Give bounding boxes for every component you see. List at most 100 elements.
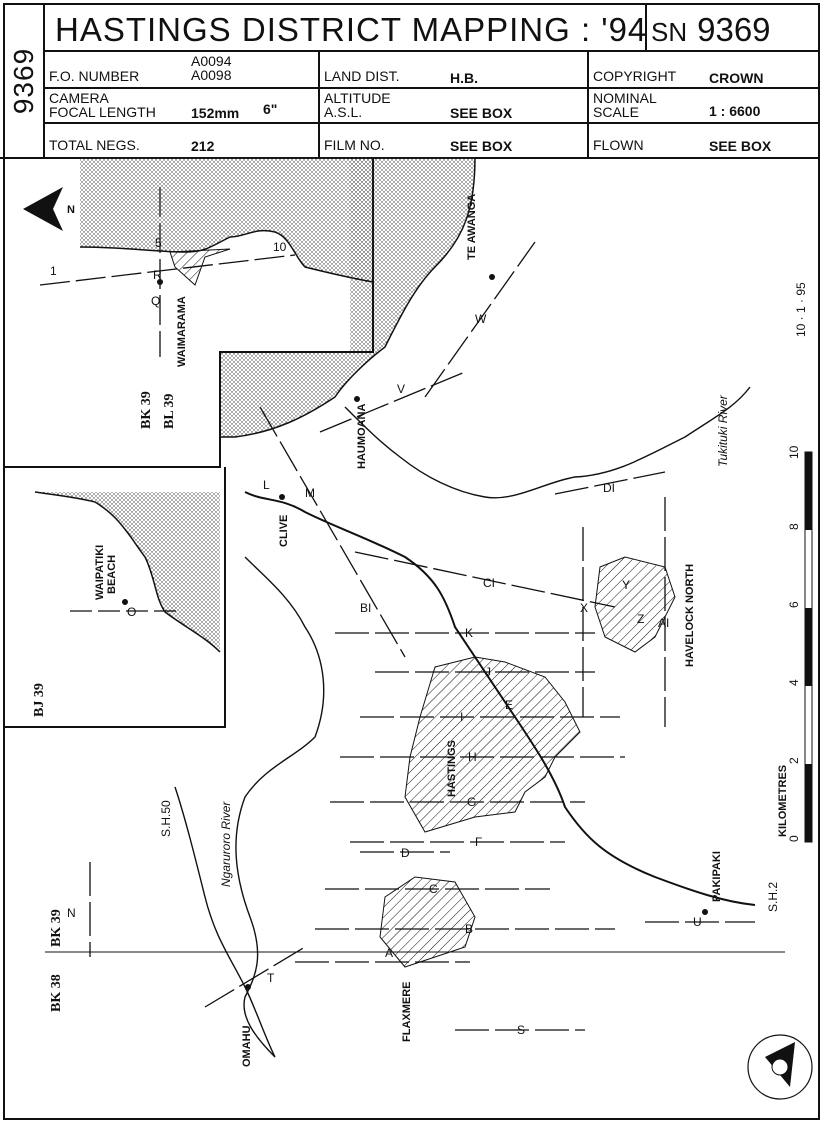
place-flaxmere: FLAXMERE bbox=[401, 982, 413, 1043]
run-C-label: C bbox=[429, 882, 438, 896]
run-Y-label: Y bbox=[622, 578, 630, 592]
copyright-value: CROWN bbox=[709, 70, 764, 86]
run-L-label: L bbox=[263, 478, 270, 492]
divider bbox=[587, 50, 589, 157]
run-CI-line bbox=[354, 551, 616, 608]
run-M-label: M bbox=[305, 486, 315, 500]
sn-prefix: SN bbox=[651, 17, 688, 47]
focal-mm-value: 152mm bbox=[191, 105, 240, 121]
flight-plan-map: N R Q 5 10 1 WAIMARAMA BK 39 BL 39 WAIPA… bbox=[0, 157, 818, 1118]
run-S-label: S bbox=[517, 1023, 525, 1037]
fo-value-2: A0098 bbox=[191, 67, 232, 83]
run-DI-line bbox=[554, 471, 666, 495]
sea-area bbox=[220, 157, 475, 437]
run-A-label: A bbox=[385, 946, 393, 960]
flown-value: SEE BOX bbox=[709, 138, 772, 154]
place-te-awanga: TE AWANGA bbox=[466, 194, 478, 260]
scale-label: KILOMETRES bbox=[777, 765, 789, 837]
run-CI-label: CI bbox=[483, 576, 495, 590]
run-R-start: 1 bbox=[50, 264, 57, 278]
river-ngaruroro: Ngaruroro River bbox=[219, 801, 233, 887]
sheet-bk39-top: BK 39 bbox=[139, 391, 154, 429]
map-drawing: N R Q 5 10 1 WAIMARAMA BK 39 BL 39 WAIPA… bbox=[5, 157, 813, 1100]
sheet-bk38: BK 38 bbox=[49, 974, 64, 1012]
film-label: FILM NO. bbox=[324, 137, 385, 153]
fo-label: F.O. NUMBER bbox=[49, 68, 140, 84]
place-waipatiki-beach: BEACH bbox=[106, 555, 118, 594]
place-omahu: OMAHU bbox=[241, 1025, 253, 1067]
inset-frame-left bbox=[5, 467, 226, 728]
run-W-label: W bbox=[475, 312, 487, 326]
scale-tick-4: 4 bbox=[787, 679, 801, 686]
north-label: N bbox=[67, 204, 75, 216]
coastline bbox=[220, 157, 476, 438]
sheet-id-box: 9369 bbox=[5, 5, 45, 157]
run-J-label: J bbox=[485, 665, 491, 679]
run-R-num: 10 bbox=[273, 240, 287, 254]
road-sh50: S.H.50 bbox=[159, 800, 173, 837]
film-value: SEE BOX bbox=[450, 138, 513, 154]
waimarama-sea bbox=[80, 157, 373, 282]
waipatiki-sea bbox=[35, 492, 220, 652]
scale-tick-8: 8 bbox=[787, 523, 801, 530]
place-hastings: HASTINGS bbox=[446, 740, 458, 797]
scale-tick-2: 2 bbox=[787, 757, 801, 764]
map-title: HASTINGS DISTRICT MAPPING : '94 bbox=[55, 11, 648, 48]
run-W-line bbox=[424, 241, 536, 398]
run-DI-label: DI bbox=[603, 481, 615, 495]
divider bbox=[645, 5, 647, 50]
scale-tick-6: 6 bbox=[787, 601, 801, 608]
divider bbox=[45, 50, 818, 52]
scale-tick-0: 0 bbox=[787, 835, 801, 842]
copyright-label: COPYRIGHT bbox=[593, 68, 677, 84]
focal-in-value: 6" bbox=[263, 101, 278, 117]
run-X-label: X bbox=[580, 601, 588, 615]
run-R-line bbox=[39, 254, 296, 286]
te-awanga-point bbox=[489, 274, 495, 280]
run-F-label: F bbox=[475, 835, 482, 849]
run-BI-label: BI bbox=[360, 601, 371, 615]
waipatiki-point bbox=[122, 599, 128, 605]
omahu-point bbox=[245, 984, 251, 990]
sn-value: 9369 bbox=[697, 11, 771, 48]
run-Q-label: Q bbox=[151, 294, 160, 308]
run-T-line bbox=[204, 946, 306, 1008]
asl-label: A.S.L. bbox=[324, 104, 363, 120]
divider bbox=[45, 122, 818, 124]
flaxmere-area bbox=[379, 876, 476, 968]
run-O-label: O bbox=[127, 605, 136, 619]
hastings-area bbox=[404, 656, 581, 833]
run-M-line bbox=[259, 406, 406, 658]
sheet-bj39: BJ 39 bbox=[32, 683, 47, 717]
focal-length-label: FOCAL LENGTH bbox=[49, 104, 156, 120]
divider bbox=[45, 87, 818, 89]
place-havelock-north: HAVELOCK NORTH bbox=[684, 564, 696, 667]
place-waimarama: WAIMARAMA bbox=[176, 296, 188, 367]
sheet-id-vertical: 9369 bbox=[8, 47, 39, 115]
scale-label: SCALE bbox=[593, 104, 639, 120]
flight-date: 10 · 1 · 95 bbox=[794, 282, 808, 337]
sheet-bl39: BL 39 bbox=[162, 394, 177, 429]
place-haumoana: HAUMOANA bbox=[356, 404, 368, 469]
land-value: H.B. bbox=[450, 70, 478, 86]
land-label: LAND DIST. bbox=[324, 68, 400, 84]
negs-label: TOTAL NEGS. bbox=[49, 137, 140, 153]
run-R-label: R bbox=[153, 268, 162, 282]
sheet-bk39-bottom: BK 39 bbox=[49, 909, 64, 947]
fo-value-1: A0094 bbox=[191, 53, 232, 69]
run-D-label: D bbox=[401, 846, 410, 860]
altitude-value: SEE BOX bbox=[450, 105, 513, 121]
nz-aerial-mapping-logo-icon bbox=[747, 1034, 813, 1100]
run-U-label: U bbox=[693, 915, 702, 929]
tukituki-river bbox=[344, 386, 751, 499]
run-AI-label: AI bbox=[658, 616, 669, 630]
run-H-label: H bbox=[468, 750, 477, 764]
havelock-north-area bbox=[594, 556, 676, 653]
run-T-label: T bbox=[267, 971, 275, 985]
scale-bar: 0 2 4 6 8 10 KILOMETRES bbox=[777, 445, 813, 843]
sn-number: SN 9369 bbox=[651, 11, 771, 49]
camera-label: CAMERA bbox=[49, 90, 109, 106]
run-N-label: N bbox=[67, 906, 76, 920]
run-Q-num: 5 bbox=[155, 236, 162, 250]
